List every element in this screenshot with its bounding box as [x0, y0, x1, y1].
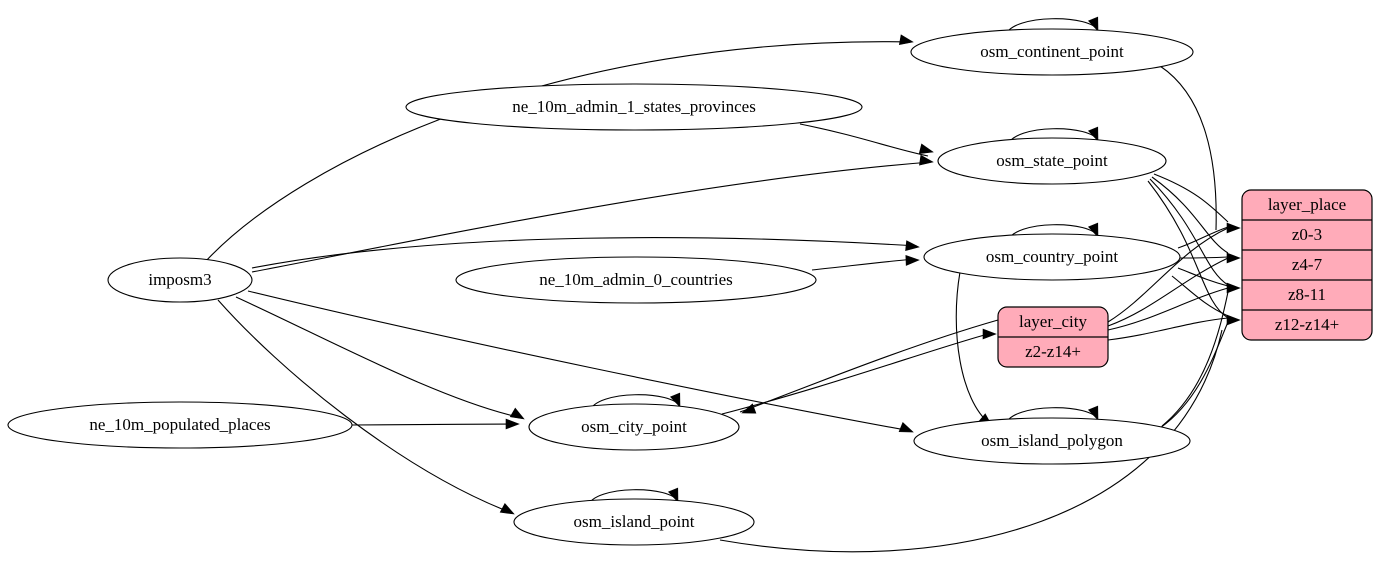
node-ellipse-shape: [528, 403, 740, 451]
graph-edge: [1161, 291, 1229, 427]
graph-edge: [1151, 176, 1229, 254]
node-label: osm_country_point: [986, 247, 1118, 266]
graph-edge: [1159, 321, 1229, 429]
edge-arrowhead: [505, 418, 520, 430]
edge-arrowhead: [1226, 252, 1241, 264]
edge-arrowhead: [1226, 282, 1241, 294]
node-label: osm_state_point: [996, 151, 1108, 170]
edge-arrowhead: [1087, 405, 1099, 421]
node-ellipse-shape: [923, 233, 1181, 281]
record-box-shape: [1241, 189, 1373, 341]
edge-arrowhead: [982, 328, 997, 340]
edge-arrowhead: [905, 240, 920, 252]
record-row-label[interactable]: z8-11: [1288, 285, 1326, 304]
graph-edge: [1179, 256, 1229, 259]
edge-arrowhead: [741, 403, 757, 414]
graph-edge: [251, 237, 918, 269]
node-ellipse-shape: [455, 256, 817, 304]
graph-edge: [799, 123, 929, 157]
record-row-label[interactable]: z4-7: [1292, 255, 1323, 274]
edge-arrowhead: [669, 392, 681, 408]
record-node-layer_city[interactable]: layer_city z2-z14+: [997, 306, 1109, 368]
nodes-layer: imposm3 ne_10m_populated_places ne_10m_adm…: [7, 28, 1194, 546]
graph-edge: [1153, 173, 1229, 223]
graph-edge: [739, 319, 999, 413]
record-node-layer_place[interactable]: layer_place z0-3 z4-7 z8-11 z12-z14+: [1241, 189, 1373, 341]
node-label: ne_10m_admin_0_countries: [539, 270, 733, 289]
records-layer: layer_city z2-z14+ layer_place z0-3 z4-7 z8-1…: [997, 189, 1373, 368]
node-ellipse-shape: [405, 83, 863, 131]
edge-arrowhead: [509, 407, 525, 420]
node-label: osm_continent_point: [980, 42, 1124, 61]
arrowheads-layer: [499, 16, 1241, 515]
record-row-label[interactable]: layer_place: [1268, 195, 1346, 214]
node-label: ne_10m_populated_places: [89, 415, 270, 434]
edge-arrowhead: [919, 154, 934, 166]
graph-edge: [235, 296, 523, 419]
graph-edge: [1159, 65, 1217, 231]
edge-arrowhead: [1226, 222, 1241, 234]
graph-edge: [1147, 180, 1229, 319]
edge-arrowhead: [1087, 222, 1099, 238]
record-row-label[interactable]: z2-z14+: [1025, 342, 1081, 361]
graph-edge: [719, 329, 1223, 553]
graph-edge: [1107, 227, 1229, 323]
node-label: osm_island_polygon: [981, 431, 1123, 450]
graph-edge: [811, 258, 916, 271]
edge-arrowhead: [1087, 16, 1099, 32]
record-row-label[interactable]: z12-z14+: [1275, 315, 1339, 334]
node-ellipse-shape: [7, 401, 353, 449]
graph-edge: [251, 161, 932, 273]
node-ellipse-shape: [910, 28, 1194, 76]
edge-arrowhead: [499, 502, 515, 515]
graph-node-osm_state_point[interactable]: osm_state_point: [937, 137, 1167, 185]
graph-edge: [1107, 317, 1229, 341]
graph-edge: [955, 271, 991, 425]
node-label: ne_10m_admin_1_states_provinces: [512, 97, 756, 116]
edge-arrowhead: [898, 421, 914, 433]
graph-node-imposm3[interactable]: imposm3: [107, 257, 253, 303]
edge-arrowhead: [667, 487, 679, 503]
node-label: osm_city_point: [581, 417, 687, 436]
edge-arrowhead: [898, 34, 914, 46]
graph-node-ne_10m_admin_1_states_provinces[interactable]: ne_10m_admin_1_states_provinces: [405, 83, 863, 131]
record-row-label[interactable]: layer_city: [1019, 312, 1087, 331]
graph-edge: [204, 41, 912, 263]
graph-edge: [217, 299, 513, 514]
graph-edge: [1177, 267, 1229, 287]
graph-edge: [1177, 226, 1229, 249]
node-label: osm_island_point: [574, 512, 695, 531]
node-ellipse-shape: [937, 137, 1167, 185]
record-row-label[interactable]: z0-3: [1292, 225, 1322, 244]
graph-edge: [351, 423, 518, 426]
edge-arrowhead: [1226, 314, 1241, 326]
edge-arrowhead: [918, 143, 934, 155]
node-ellipse-shape: [513, 498, 755, 546]
edge-arrowhead: [1087, 126, 1099, 142]
graph-node-osm_country_point[interactable]: osm_country_point: [923, 233, 1181, 281]
graph-node-osm_continent_point[interactable]: osm_continent_point: [910, 28, 1194, 76]
graph-node-ne_10m_populated_places[interactable]: ne_10m_populated_places: [7, 401, 353, 449]
graph-edge: [1107, 257, 1229, 327]
edge-arrowhead: [905, 255, 920, 266]
graph-edge: [247, 290, 912, 432]
graph-node-osm_city_point[interactable]: osm_city_point: [528, 403, 740, 451]
graph-node-osm_island_point[interactable]: osm_island_point: [513, 498, 755, 546]
node-ellipse-shape: [913, 417, 1191, 465]
graph-node-osm_island_polygon[interactable]: osm_island_polygon: [913, 417, 1191, 465]
node-ellipse-shape: [107, 257, 253, 303]
node-label: imposm3: [148, 270, 211, 289]
graph-node-ne_10m_admin_0_countries[interactable]: ne_10m_admin_0_countries: [455, 256, 817, 304]
graph-edge: [1107, 287, 1229, 331]
graph-edge: [721, 333, 989, 415]
